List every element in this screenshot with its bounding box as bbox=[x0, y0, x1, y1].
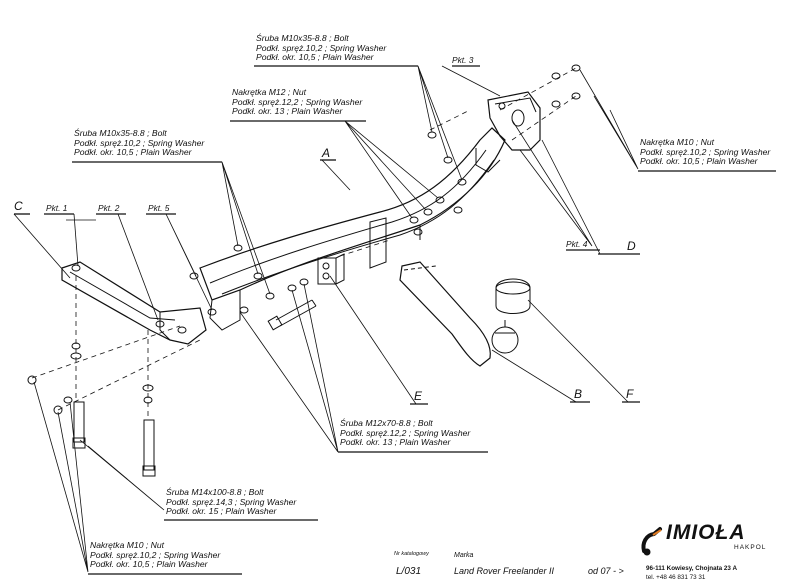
label-line: Podkł. spręż.10,2 ; Spring Washer bbox=[90, 549, 221, 560]
label-bolt-top: Śruba M10x35-8.8 ; Bolt Podkł. spręż.10,… bbox=[256, 33, 387, 63]
leader-lines bbox=[13, 65, 639, 573]
bolts-m14x100 bbox=[72, 401, 156, 477]
part-letter-e: E bbox=[414, 389, 423, 403]
point-label-2: Pkt. 2 bbox=[98, 203, 120, 213]
label-line: Podkł. okr. 10,5 ; Plain Washer bbox=[256, 52, 374, 63]
tow-ball-arm-part-b bbox=[399, 261, 519, 367]
assembly-dashed-lines bbox=[31, 67, 577, 420]
label-line: Śruba M14x100-8.8 ; Bolt bbox=[166, 487, 264, 497]
label-line: Nakrętka M10 ; Nut bbox=[640, 137, 715, 147]
catalog-caption: Nr katalogowy bbox=[394, 551, 429, 557]
ball-cap-part-f bbox=[495, 278, 531, 314]
label-line: Podkł. spręż.12,2 ; Spring Washer bbox=[340, 427, 471, 438]
label-line: Nakrętka M12 ; Nut bbox=[232, 87, 307, 97]
brand-sub: HAKPOL bbox=[734, 544, 767, 551]
label-line: Śruba M10x35-8.8 ; Bolt bbox=[74, 128, 167, 138]
part-letter-a: A bbox=[322, 146, 331, 160]
label-line: Podkł. okr. 10,5 ; Plain Washer bbox=[640, 156, 758, 167]
make-caption: Marka bbox=[454, 552, 474, 559]
label-underlines bbox=[14, 65, 776, 575]
washers-and-nuts bbox=[27, 64, 581, 415]
label-line: Podkł. okr. 13 ; Plain Washer bbox=[340, 437, 451, 448]
label-line: Nakrętka M10 ; Nut bbox=[90, 540, 165, 550]
label-line: Podkł. spręż.14,3 ; Spring Washer bbox=[166, 496, 297, 507]
make-name: Land Rover Freelander II bbox=[454, 566, 555, 576]
right-bracket-part-d bbox=[487, 91, 541, 151]
label-line: Podkł. spręż.10,2 ; Spring Washer bbox=[640, 146, 771, 157]
label-line: Śruba M10x35-8.8 ; Bolt bbox=[256, 33, 349, 43]
label-nut-m12: Nakrętka M12 ; Nut Podkł. spręż.12,2 ; S… bbox=[232, 87, 363, 117]
point-label-4: Pkt. 4 bbox=[566, 239, 588, 249]
label-line: Podkł. okr. 10,5 ; Plain Washer bbox=[90, 559, 208, 570]
part-letter-c: C bbox=[14, 199, 23, 213]
label-line: Śruba M12x70-8.8 ; Bolt bbox=[340, 418, 433, 428]
point-label-5: Pkt. 5 bbox=[148, 203, 170, 213]
brand-name: IMIOŁA bbox=[666, 521, 746, 544]
part-letter-d: D bbox=[627, 239, 636, 253]
label-line: Podkł. okr. 15 ; Plain Washer bbox=[166, 506, 277, 517]
left-bracket-part-c bbox=[61, 261, 207, 345]
catalog-number: L/031 bbox=[396, 566, 422, 577]
part-letter-b: B bbox=[574, 387, 583, 401]
point-label-3: Pkt. 3 bbox=[452, 55, 474, 65]
point-label-1: Pkt. 1 bbox=[46, 203, 68, 213]
part-letter-f: F bbox=[626, 387, 634, 401]
label-line: Podkł. okr. 10,5 ; Plain Washer bbox=[74, 147, 192, 158]
brand-phone: tel. +48 46 831 73 31 bbox=[646, 574, 706, 581]
brand-address: 96-111 Kowiesy, Chojnata 23 A bbox=[646, 565, 737, 572]
label-nut-m10-right: Nakrętka M10 ; Nut Podkł. spręż.10,2 ; S… bbox=[640, 137, 771, 167]
label-line: Podkł. okr. 13 ; Plain Washer bbox=[232, 106, 343, 117]
label-nut-m10-bottom: Nakrętka M10 ; Nut Podkł. spręż.10,2 ; S… bbox=[90, 540, 221, 570]
label-line: Podkł. spręż.10,2 ; Spring Washer bbox=[74, 137, 205, 148]
bolt-m12x70 bbox=[267, 299, 317, 331]
hook-logo-icon bbox=[641, 527, 662, 556]
label-line: Podkł. spręż.12,2 ; Spring Washer bbox=[232, 96, 363, 107]
imiola-logo: IMIOŁA HAKPOL bbox=[640, 521, 790, 561]
crossbar-part-a bbox=[199, 127, 506, 331]
socket-plate-part-e bbox=[317, 217, 387, 285]
label-bolt-left: Śruba M10x35-8.8 ; Bolt Podkł. spręż.10,… bbox=[74, 128, 205, 158]
label-bolt-m14x100: Śruba M14x100-8.8 ; Bolt Podkł. spręż.14… bbox=[166, 487, 297, 517]
label-line: Podkł. spręż.10,2 ; Spring Washer bbox=[256, 42, 387, 53]
production-from: od 07 - > bbox=[588, 566, 624, 576]
label-bolt-m12x70: Śruba M12x70-8.8 ; Bolt Podkł. spręż.12,… bbox=[340, 418, 471, 448]
